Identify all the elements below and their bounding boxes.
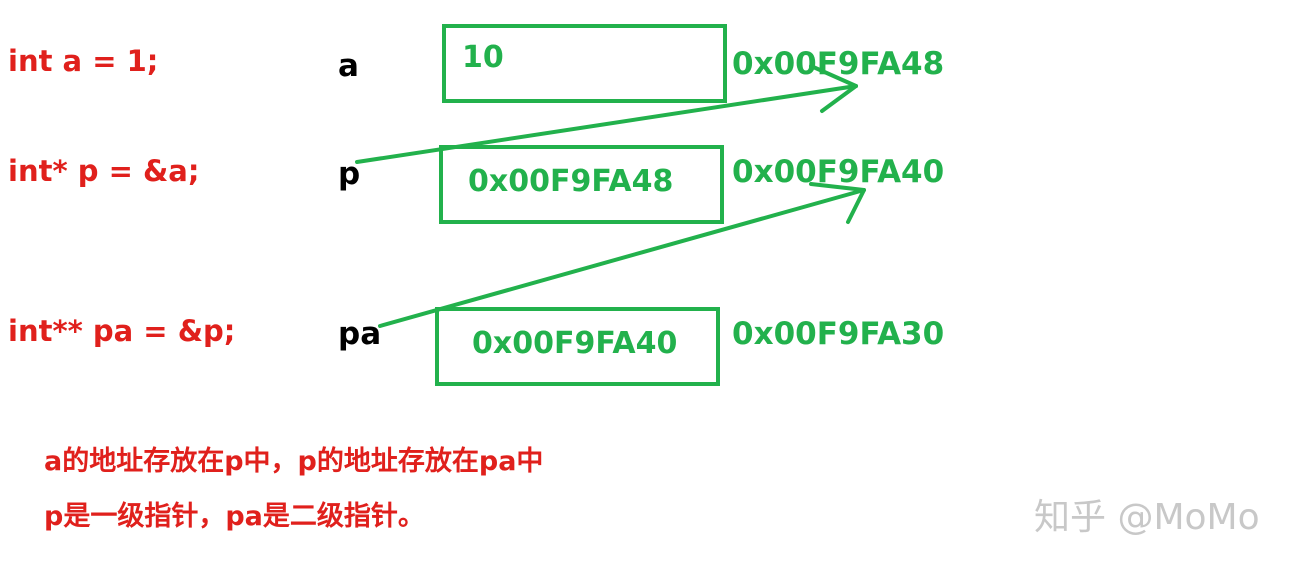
note-line-1: a的地址存放在p中，p的地址存放在pa中 xyxy=(44,446,544,477)
var-name-pa: pa xyxy=(338,316,382,352)
var-name-p: p xyxy=(338,156,361,192)
address-pa: 0x00F9FA30 xyxy=(732,316,945,352)
code-line-p: int* p = &a; xyxy=(8,154,200,188)
note-line-2: p是一级指针，pa是二级指针。 xyxy=(44,501,425,532)
memory-box-a xyxy=(442,24,727,103)
var-name-a: a xyxy=(338,48,359,84)
memory-value-p: 0x00F9FA48 xyxy=(468,164,674,199)
code-line-pa: int** pa = &p; xyxy=(8,314,236,348)
arrow-p-to-a xyxy=(355,64,858,164)
code-line-a: int a = 1; xyxy=(8,44,159,78)
address-p: 0x00F9FA40 xyxy=(732,154,945,190)
watermark: 知乎 @MoMo xyxy=(1034,497,1260,538)
arrow-pa-to-p xyxy=(378,182,866,328)
memory-box-p xyxy=(439,145,724,224)
memory-value-pa: 0x00F9FA40 xyxy=(472,326,678,361)
memory-box-pa xyxy=(435,307,720,386)
memory-value-a: 10 xyxy=(462,40,504,75)
